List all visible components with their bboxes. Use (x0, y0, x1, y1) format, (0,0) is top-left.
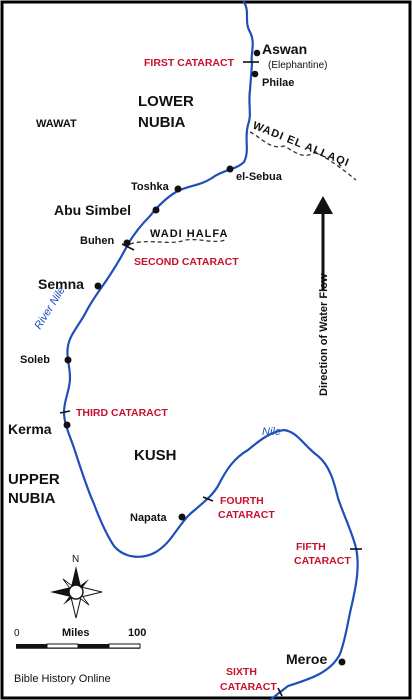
aswan-dot (253, 49, 261, 57)
region-kush: KUSH (134, 447, 177, 464)
third-cataract-mark (59, 410, 71, 414)
town-semna: Semna (38, 276, 84, 292)
buhen-dot (123, 239, 131, 247)
semna-dot (94, 282, 102, 290)
town-abu-simbel: Abu Simbel (54, 202, 131, 218)
town-napata: Napata (130, 512, 168, 524)
compass-n-label: N (72, 554, 79, 565)
town-toshka: Toshka (131, 181, 170, 193)
el-sebua-dot (226, 165, 234, 173)
scale-block-1 (16, 644, 47, 648)
town-aswan: Aswan (262, 41, 307, 57)
compass-center (68, 584, 84, 600)
nile-label: Nile (262, 426, 281, 438)
town-soleb: Soleb (20, 354, 50, 366)
meroe-dot (338, 658, 346, 666)
cataract-second: SECOND CATARACT (134, 256, 239, 268)
scale-end-label: 100 (128, 627, 146, 639)
scale-start-label: 0 (14, 628, 20, 639)
wadi-halfa-path (129, 238, 227, 245)
kerma-dot (63, 421, 71, 429)
cataract-sixth-line2: CATARACT (220, 681, 277, 693)
town-kerma: Kerma (8, 421, 52, 437)
credit-label: Bible History Online (14, 673, 111, 685)
cataract-first: FIRST CATARACT (144, 57, 235, 69)
second-cataract-mark (121, 243, 135, 251)
town-elephantine: (Elephantine) (268, 60, 327, 71)
flow-arrow-head (313, 196, 333, 214)
region-lower-nubia-line2: NUBIA (138, 114, 186, 131)
cataract-third: THIRD CATARACT (76, 407, 168, 419)
scale-bar: 0 Miles 100 (14, 627, 146, 649)
compass-west-point (50, 587, 71, 597)
region-upper-nubia-line1: UPPER (8, 471, 60, 488)
flow-direction-indicator: Direction of Water Flow (313, 196, 333, 396)
philae-dot (251, 70, 259, 78)
town-meroe: Meroe (286, 651, 327, 667)
scale-block-3 (78, 644, 109, 648)
napata-dot (178, 513, 186, 521)
scale-block-4 (108, 643, 141, 649)
region-wawat: WAWAT (36, 118, 77, 130)
wadi-halfa-label: WADI HALFA (150, 228, 228, 240)
compass-rose: N (50, 554, 103, 619)
cataract-fifth-line1: FIFTH (296, 541, 326, 553)
cataract-sixth-line1: SIXTH (226, 666, 257, 678)
abu-simbel-dot (152, 206, 160, 214)
cataract-fourth-line2: CATARACT (218, 509, 275, 521)
town-philae: Philae (262, 77, 294, 89)
scale-unit-label: Miles (62, 627, 90, 639)
cataract-fifth-line2: CATARACT (294, 555, 351, 567)
region-lower-nubia-line1: LOWER (138, 93, 194, 110)
fourth-cataract-mark (202, 496, 214, 502)
sixth-cataract-mark (277, 687, 283, 697)
cataract-fourth-line1: FOURTH (220, 495, 264, 507)
flow-direction-label: Direction of Water Flow (318, 273, 330, 396)
region-upper-nubia-line2: NUBIA (8, 490, 56, 507)
town-buhen: Buhen (80, 235, 115, 247)
toshka-dot (174, 185, 182, 193)
compass-north-point (71, 566, 81, 587)
scale-block-2 (46, 643, 79, 649)
town-el-sebua: el-Sebua (236, 171, 283, 183)
soleb-dot (64, 356, 72, 364)
